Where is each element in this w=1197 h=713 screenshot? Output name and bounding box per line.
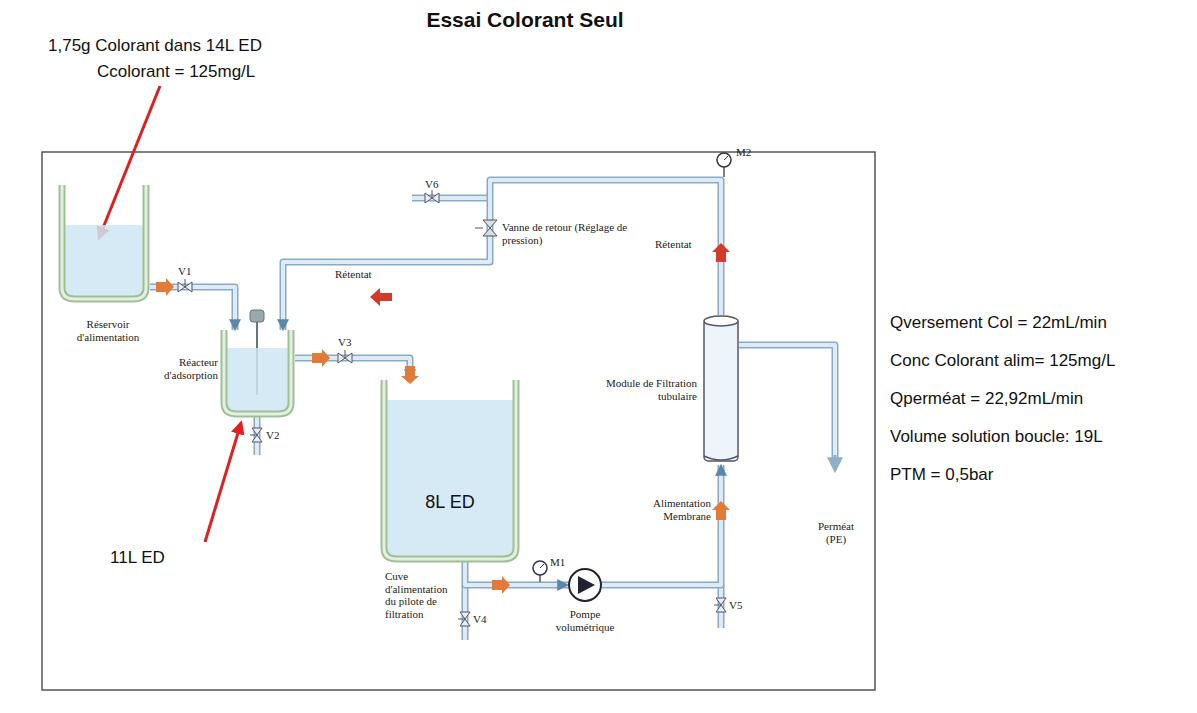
node-label: Réservoir d'alimentation [68,318,148,343]
valve-tag: V4 [473,613,486,626]
module-top [704,316,738,326]
valve-tag: V5 [729,599,742,612]
filtration-feed-tank: 8L EDCuve d'alimentation du pilote de fi… [380,380,520,560]
module-outline [703,315,739,465]
pipe-inner [150,287,235,330]
node-label: 8L ED [415,492,485,514]
node-label: Cuve d'alimentation du pilote de filtrat… [385,570,455,621]
pressure-gauges [533,153,731,582]
annotation: 1,75g Colorant dans 14L ED [48,36,262,56]
pump-body [569,569,601,601]
pipe-outer [602,465,721,585]
pipe-outer [283,180,721,330]
module-body [704,319,738,461]
feed-reservoir: Réservoir d'alimentation [58,185,150,300]
permeate-label: Perméat (PE) [810,520,862,545]
tank-wall-inner [62,185,146,299]
pump-arrow [578,576,595,594]
valve-symbols [178,190,726,626]
diagram-title: Essai Colorant Seul [330,8,720,32]
tank-wall [62,185,146,299]
tank-outline [380,380,520,560]
annotation: Ccolorant = 125mg/L [97,62,255,82]
valve-tag: V6 [425,178,438,191]
flow-label: Rétentat [655,238,692,251]
node-label: Réacteur d'adsorption [158,356,218,381]
node-label: Module de Filtration tubulaire [599,377,697,402]
callout-arrows [99,86,241,542]
tank-wall [224,330,291,414]
edge-label: Alimentation Membrane [638,497,712,522]
tank-wall [384,380,516,559]
pipe-inner [602,465,721,585]
adsorption-reactor: Réacteur d'adsorption [220,330,295,415]
node-label: Pompe volumétrique [543,608,627,633]
parameter-note: Conc Colorant alim= 125mg/L [890,351,1115,371]
pipe-inner [283,180,721,330]
tank-outline [58,185,150,300]
water [227,348,288,411]
volumetric-pump: Pompe volumétrique [568,568,602,602]
tubular-membrane-module: Module de Filtration tubulaire [703,315,739,465]
water [387,400,513,556]
tank-wall-inner [384,380,516,559]
frame [42,152,875,690]
gauge-tag: M2 [736,146,751,159]
flow-arrows [156,278,730,594]
valve-label: Vanne de retour (Réglage de pression) [502,221,632,246]
water [65,225,143,296]
module-bottom [704,456,738,460]
pipe-connector [602,465,721,585]
retentate-arrows [370,243,730,306]
parameter-note: Qperméat = 22,92mL/min [890,389,1083,409]
valve-tag: V3 [338,336,351,349]
tank-wall-inner [224,330,291,414]
parameter-note: Volume solution boucle: 19L [890,427,1103,447]
edge-label: Rétentat [334,268,373,281]
parameter-note: Qversement Col = 22mL/min [890,313,1107,333]
valve-tag: V1 [178,265,191,278]
pipe-connector [283,180,721,330]
tank-outline [220,330,295,415]
parameter-note: PTM = 0,5bar [890,465,993,485]
pump-outline [568,568,602,602]
pipe-outer [150,287,235,330]
gauge-tag: M1 [550,556,565,569]
volume-callout: 11L ED [110,548,165,568]
valve-tag: V2 [266,429,279,442]
pipe-connector [150,287,235,330]
